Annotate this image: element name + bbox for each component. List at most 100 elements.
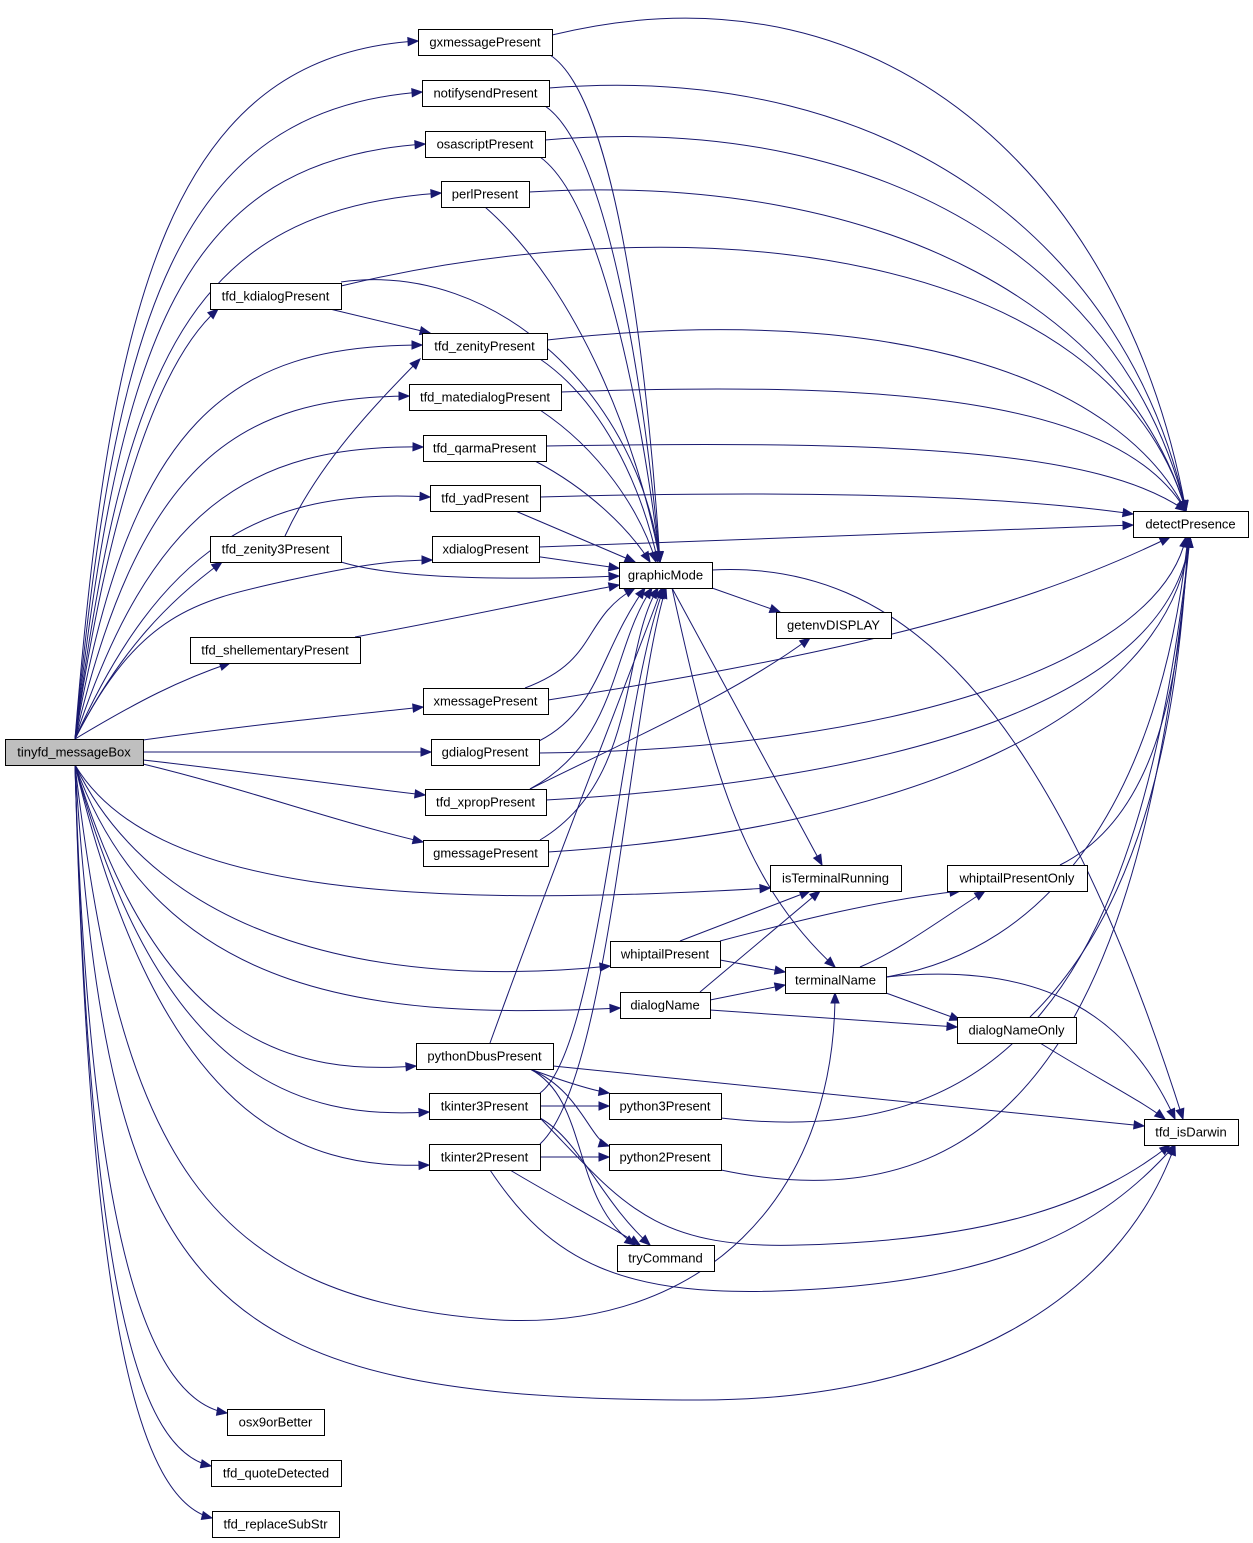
edge-tkinter3Present-to-graphicMode <box>539 587 665 1094</box>
node-whiptailPresent[interactable]: whiptailPresent <box>610 941 721 968</box>
node-box <box>431 739 540 766</box>
node-getenvDISPLAY[interactable]: getenvDISPLAY <box>776 612 892 639</box>
edge-graphicMode-to-terminalName <box>671 587 836 968</box>
edge-tinyfd_messageBox-to-tfd_qarmaPresent <box>74 446 424 740</box>
node-tkinter2Present[interactable]: tkinter2Present <box>429 1144 541 1171</box>
edge-gmessagePresent-to-detectPresence <box>547 536 1191 853</box>
edge-tinyfd_messageBox-to-whiptailPresent <box>74 764 611 973</box>
node-tkinter3Present[interactable]: tkinter3Present <box>429 1093 541 1120</box>
node-tfd_shellementaryPresent[interactable]: tfd_shellementaryPresent <box>190 637 361 664</box>
node-tfd_qarmaPresent[interactable]: tfd_qarmaPresent <box>423 435 547 462</box>
edge-tinyfd_messageBox-to-notifysendPresent <box>74 91 423 740</box>
node-label: tfd_replaceSubStr <box>223 1517 328 1532</box>
node-box <box>770 865 902 892</box>
arrowhead-tfd_qarmaPresent-to-graphicMode <box>640 550 651 564</box>
node-box <box>432 536 540 563</box>
node-box <box>610 941 721 968</box>
node-tfd_zenityPresent[interactable]: tfd_zenityPresent <box>422 333 548 360</box>
node-tinyfd_messageBox[interactable]: tinyfd_messageBox <box>5 739 144 766</box>
edge-tinyfd_messageBox-to-tkinter3Present <box>74 764 430 1114</box>
node-tfd_zenity3Present[interactable]: tfd_zenity3Present <box>210 536 342 563</box>
edge-tfd_zenityPresent-to-detectPresence <box>546 329 1187 512</box>
node-gdialogPresent[interactable]: gdialogPresent <box>431 739 540 766</box>
node-box <box>441 181 530 208</box>
arrowhead-xdialogPresent-to-detectPresence <box>1122 520 1135 531</box>
arrowhead-tinyfd_messageBox-to-isTerminalRunning <box>759 883 772 894</box>
node-tfd_quoteDetected[interactable]: tfd_quoteDetected <box>211 1460 342 1487</box>
arrowhead-tinyfd_messageBox-to-osascriptPresent <box>414 139 427 150</box>
edge-pythonDbusPresent-to-graphicMode <box>489 587 663 1044</box>
edge-tinyfd_messageBox-to-tfd_isDarwin <box>74 764 1176 1401</box>
arrowhead-graphicMode-to-getenvDISPLAY <box>768 604 782 613</box>
arrowhead-tinyfd_messageBox-to-tfd_zenityPresent <box>411 340 424 350</box>
arrowhead-dialogNameOnly-to-tfd_isDarwin <box>1153 1108 1167 1120</box>
arrowhead-tinyfd_messageBox-to-perlPresent <box>430 188 443 199</box>
node-tfd_matedialogPresent[interactable]: tfd_matedialogPresent <box>409 384 562 411</box>
edge-tkinter3Present-to-tfd_isDarwin <box>539 1117 1171 1246</box>
node-python3Present[interactable]: python3Present <box>609 1093 722 1120</box>
node-xdialogPresent[interactable]: xdialogPresent <box>432 536 540 563</box>
edge-tfd_yadPresent-to-graphicMode <box>515 510 636 563</box>
node-notifysendPresent[interactable]: notifysendPresent <box>422 80 550 107</box>
edge-gmessagePresent-to-graphicMode <box>539 587 659 841</box>
node-tryCommand[interactable]: tryCommand <box>617 1245 715 1272</box>
edge-python3Present-to-detectPresence <box>720 536 1191 1123</box>
node-osascriptPresent[interactable]: osascriptPresent <box>425 131 546 158</box>
arrowhead-graphicMode-to-tfd_isDarwin <box>1175 1107 1185 1121</box>
edge-osascriptPresent-to-graphicMode <box>539 156 661 563</box>
node-label: whiptailPresentOnly <box>959 871 1075 886</box>
node-dialogName[interactable]: dialogName <box>620 992 711 1019</box>
node-box <box>947 865 1088 892</box>
node-box <box>619 562 713 589</box>
node-osx9orBetter[interactable]: osx9orBetter <box>227 1409 325 1436</box>
edge-gdialogPresent-to-detectPresence <box>538 536 1187 754</box>
node-box <box>422 333 548 360</box>
node-box <box>423 688 549 715</box>
node-tfd_kdialogPresent[interactable]: tfd_kdialogPresent <box>210 283 342 310</box>
node-graphicMode[interactable]: graphicMode <box>619 562 713 589</box>
node-dialogNameOnly[interactable]: dialogNameOnly <box>957 1017 1077 1044</box>
edge-tinyfd_messageBox-to-gxmessagePresent <box>74 40 419 740</box>
node-perlPresent[interactable]: perlPresent <box>441 181 530 208</box>
arrowhead-tinyfd_messageBox-to-tfd_quoteDetected <box>199 1459 213 1469</box>
node-label: tryCommand <box>628 1251 702 1266</box>
arrowhead-tinyfd_messageBox-to-gmessagePresent <box>411 834 425 845</box>
arrowhead-tinyfd_messageBox-to-terminalName <box>830 991 840 1004</box>
edge-tinyfd_messageBox-to-dialogName <box>74 764 621 1012</box>
node-label: osx9orBetter <box>239 1415 313 1430</box>
node-tfd_replaceSubStr[interactable]: tfd_replaceSubStr <box>212 1511 340 1538</box>
node-gmessagePresent[interactable]: gmessagePresent <box>423 840 549 867</box>
edge-gdialogPresent-to-graphicMode <box>538 587 646 742</box>
node-label: tfd_isDarwin <box>1155 1125 1227 1140</box>
edge-tinyfd_messageBox-to-osx9orBetter <box>74 764 228 1414</box>
edge-notifysendPresent-to-detectPresence <box>548 84 1187 512</box>
node-pythonDbusPresent[interactable]: pythonDbusPresent <box>416 1043 554 1070</box>
edge-tfd_xpropPresent-to-graphicMode <box>529 587 653 790</box>
node-tfd_isDarwin[interactable]: tfd_isDarwin <box>1144 1119 1239 1146</box>
edge-whiptailPresent-to-whiptailPresentOnly <box>719 890 961 942</box>
arrowhead-tinyfd_messageBox-to-dialogName <box>609 1003 622 1014</box>
node-label: dialogName <box>630 998 699 1013</box>
edge-tinyfd_messageBox-to-pythonDbusPresent <box>74 764 417 1068</box>
node-terminalName[interactable]: terminalName <box>785 967 887 994</box>
node-isTerminalRunning[interactable]: isTerminalRunning <box>770 865 902 892</box>
node-detectPresence[interactable]: detectPresence <box>1133 511 1249 538</box>
arrowhead-xmessagePresent-to-graphicMode <box>623 587 637 598</box>
edge-tinyfd_messageBox-to-isTerminalRunning <box>74 764 771 897</box>
arrowhead-tinyfd_messageBox-to-tfd_replaceSubStr <box>200 1510 214 1521</box>
edge-tfd_yadPresent-to-detectPresence <box>539 493 1134 515</box>
edge-tinyfd_messageBox-to-tfd_shellementaryPresent <box>74 662 231 740</box>
node-tfd_xpropPresent[interactable]: tfd_xpropPresent <box>425 789 547 816</box>
node-tfd_yadPresent[interactable]: tfd_yadPresent <box>430 485 541 512</box>
edge-tfd_xpropPresent-to-detectPresence <box>545 536 1191 801</box>
node-whiptailPresentOnly[interactable]: whiptailPresentOnly <box>947 865 1088 892</box>
node-label: gdialogPresent <box>442 745 529 760</box>
node-label: terminalName <box>795 973 876 988</box>
node-gxmessagePresent[interactable]: gxmessagePresent <box>418 29 553 56</box>
edge-tfd_kdialogPresent-to-tfd_zenityPresent <box>329 308 431 334</box>
edge-tkinter3Present-to-tryCommand <box>539 1117 651 1246</box>
arrowhead-tinyfd_messageBox-to-tfd_kdialogPresent <box>206 308 220 320</box>
node-xmessagePresent[interactable]: xmessagePresent <box>423 688 549 715</box>
node-label: python3Present <box>619 1099 710 1114</box>
node-python2Present[interactable]: python2Present <box>609 1144 722 1171</box>
